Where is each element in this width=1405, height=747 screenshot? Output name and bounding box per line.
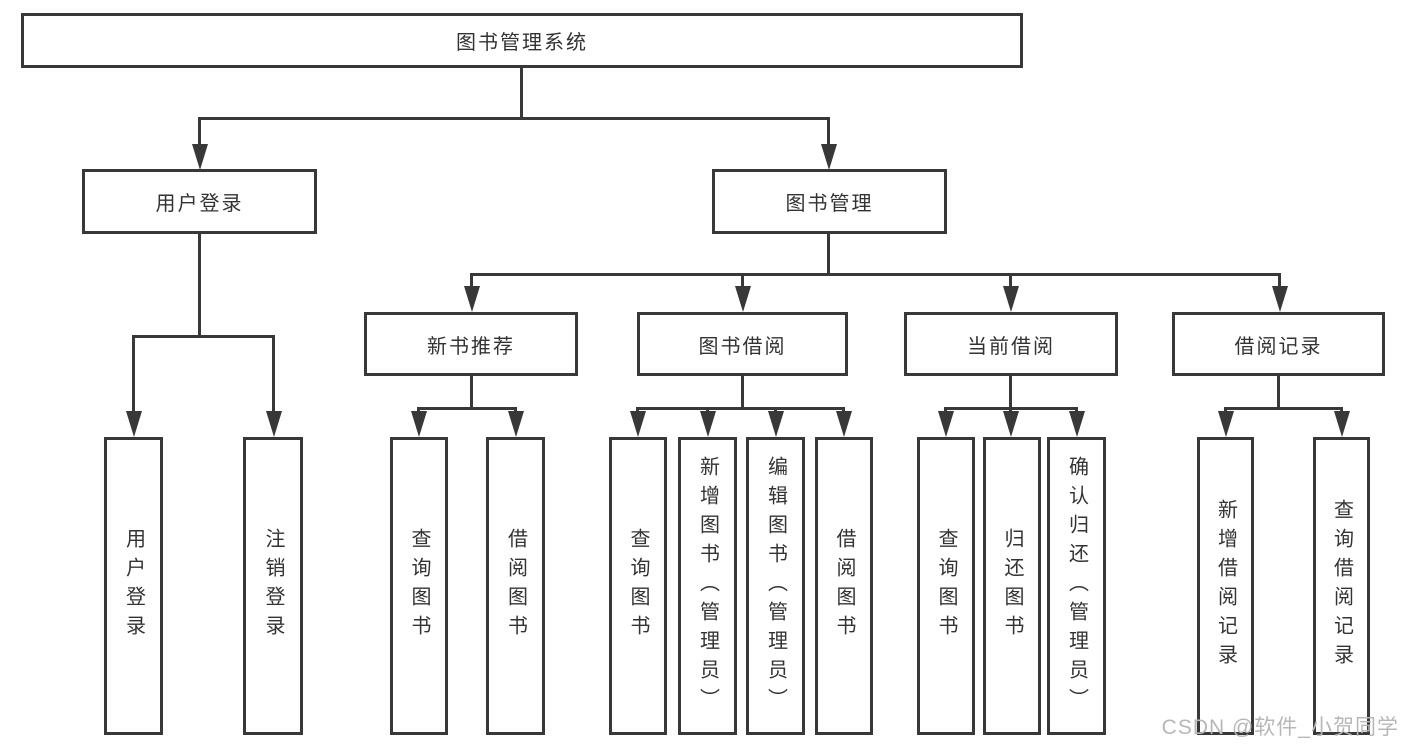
arrow-to-leaf-return-book: [1002, 407, 1019, 437]
arrow-to-leaf-query-record: [1333, 407, 1350, 437]
arrow-to-leaf-borrow-book-borrow: [835, 407, 852, 437]
leaf-logout: 注销登录: [243, 437, 303, 735]
leaf-query-book-rec: 查询图书: [390, 437, 448, 735]
node-book-mgmt-label: 图书管理: [785, 193, 874, 215]
node-new-book-rec-label: 新书推荐: [427, 335, 515, 358]
arrow-to-leaf-add-book: [699, 407, 716, 437]
connector-mgmt-bar: [470, 273, 1281, 276]
arrow-to-new-book-rec: [463, 273, 480, 312]
leaf-add-book: 新增图书（管理员）: [678, 437, 737, 735]
arrow-to-leaf-borrow-book-rec: [507, 407, 524, 437]
leaf-return-book: 归还图书: [983, 437, 1041, 735]
node-borrow-records: 借阅记录: [1172, 312, 1385, 376]
node-current-borrow: 当前借阅: [904, 312, 1118, 376]
arrow-to-book-borrow: [734, 273, 751, 312]
connector-mgmt-stem: [827, 234, 830, 276]
arrow-to-leaf-query-book-rec: [410, 407, 427, 437]
csdn-watermark: CSDN @软件_小贺同学: [1161, 716, 1399, 739]
connector-borrow-stem: [741, 375, 744, 409]
arrow-to-leaf-logout: [265, 335, 282, 437]
leaf-add-record-label: 新增借阅记录: [1214, 499, 1237, 673]
connector-rec-bar: [417, 407, 517, 410]
leaf-user-login: 用户登录: [104, 437, 163, 735]
node-user-login-label: 用户登录: [155, 193, 244, 215]
leaf-borrow-book-rec-label: 借阅图书: [504, 528, 527, 644]
arrow-to-leaf-user-login: [125, 335, 142, 437]
leaf-add-book-label: 新增图书（管理员）: [696, 455, 719, 717]
arrow-to-leaf-add-record: [1217, 407, 1234, 437]
leaf-confirm-return-label: 确认归还（管理员）: [1065, 455, 1088, 717]
connector-current-stem: [1009, 375, 1012, 409]
connector-login-bar: [132, 335, 275, 338]
leaf-confirm-return: 确认归还（管理员）: [1047, 437, 1106, 735]
arrow-to-book-mgmt: [820, 117, 837, 170]
arrow-to-current-borrow: [1002, 273, 1019, 312]
node-book-borrow-label: 图书借阅: [698, 335, 787, 358]
connector-rec-stem: [470, 375, 473, 409]
leaf-edit-book: 编辑图书（管理员）: [746, 437, 805, 735]
connector-login-stem: [198, 233, 201, 337]
leaf-logout-label: 注销登录: [262, 528, 284, 644]
leaf-query-book-current: 查询图书: [917, 437, 975, 735]
leaf-user-login-label: 用户登录: [122, 528, 145, 644]
connector-records-bar: [1224, 407, 1343, 410]
node-current-borrow-label: 当前借阅: [967, 335, 1055, 358]
node-root: 图书管理系统: [21, 13, 1023, 68]
node-user-login: 用户登录: [82, 169, 317, 234]
node-borrow-records-label: 借阅记录: [1234, 335, 1323, 358]
connector-root-stem: [520, 68, 523, 120]
node-book-mgmt: 图书管理: [712, 169, 947, 234]
leaf-query-book-borrow-label: 查询图书: [627, 528, 649, 644]
arrow-to-leaf-edit-book: [767, 407, 784, 437]
arrow-to-leaf-query-book-current: [937, 407, 954, 437]
node-new-book-rec: 新书推荐: [364, 312, 578, 376]
connector-records-stem: [1277, 375, 1280, 409]
leaf-borrow-book-borrow-label: 借阅图书: [833, 528, 855, 644]
leaf-borrow-book-borrow: 借阅图书: [815, 437, 873, 735]
leaf-borrow-book-rec: 借阅图书: [486, 437, 545, 735]
connector-borrow-bar: [636, 407, 844, 410]
leaf-return-book-label: 归还图书: [1001, 528, 1023, 644]
connector-root-bar: [198, 117, 830, 120]
leaf-add-record: 新增借阅记录: [1197, 437, 1254, 735]
leaf-query-record: 查询借阅记录: [1313, 437, 1370, 735]
leaf-query-book-current-label: 查询图书: [935, 528, 957, 644]
arrow-to-leaf-confirm-return: [1068, 407, 1085, 437]
leaf-query-book-rec-label: 查询图书: [408, 528, 430, 644]
leaf-edit-book-label: 编辑图书（管理员）: [764, 455, 787, 717]
arrow-to-borrow-records: [1271, 273, 1288, 312]
arrow-to-leaf-query-book-borrow: [629, 407, 646, 437]
leaf-query-book-borrow: 查询图书: [609, 437, 667, 735]
arrow-to-user-login: [191, 117, 208, 170]
node-book-borrow: 图书借阅: [637, 312, 848, 376]
leaf-query-record-label: 查询借阅记录: [1330, 499, 1353, 673]
node-root-label: 图书管理系统: [456, 32, 588, 54]
